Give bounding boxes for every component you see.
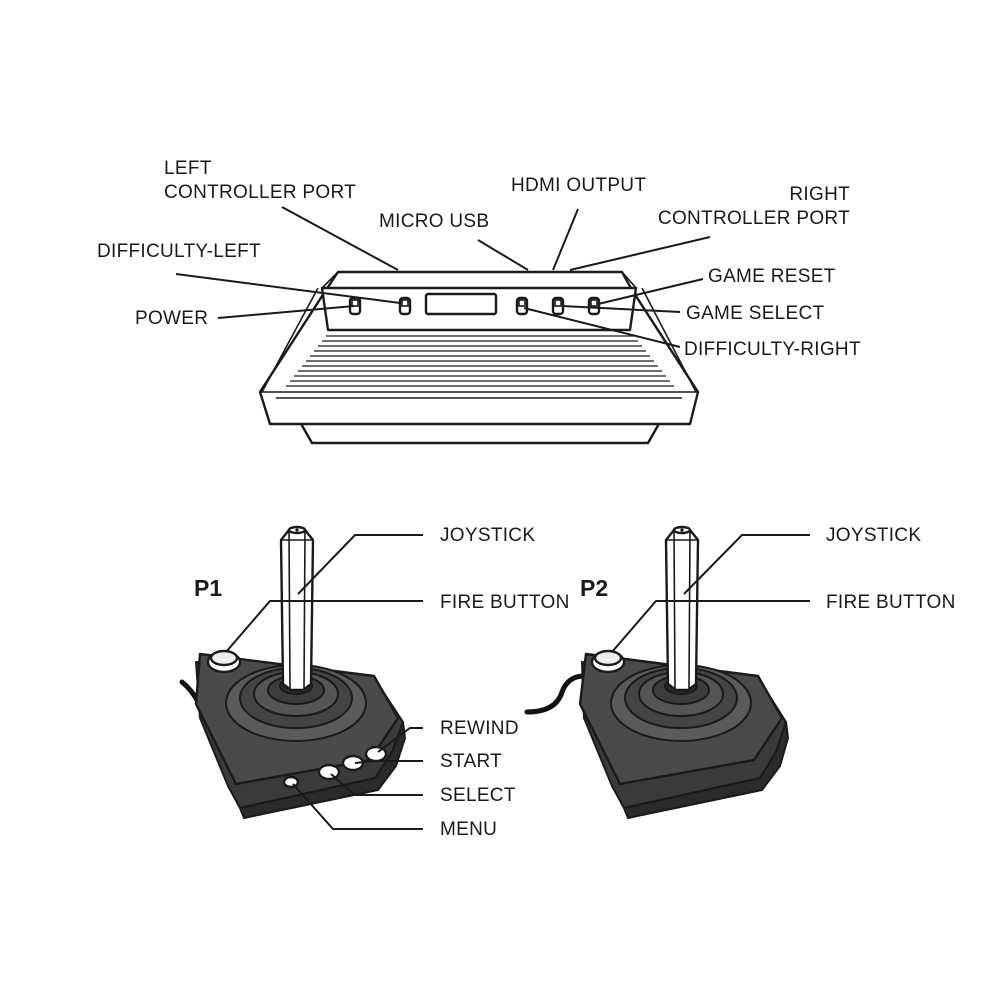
p1-select-label: SELECT [440,785,516,806]
game-reset-label: GAME RESET [708,266,836,287]
p2-controller-illustration [524,525,789,819]
console-illustration [258,270,700,445]
p1-rewind-label: REWIND [440,718,519,739]
p2-fire-button-icon [590,649,626,674]
right-controller-port-label-line2: CONTROLLER PORT [658,208,850,229]
p2-leader-lines [611,534,810,653]
difficulty-right-label: DIFFICULTY-RIGHT [684,339,861,360]
p1-title: P1 [194,575,222,601]
p1-menu-button-icon [282,775,300,789]
p2-title: P2 [580,575,608,601]
hdmi-output-label: HDMI OUTPUT [511,175,646,196]
left-controller-port-label-line2: CONTROLLER PORT [164,182,356,203]
right-controller-port-label-line1: RIGHT [789,184,850,205]
p1-fire-button-label: FIRE BUTTON [440,592,570,613]
cartridge-slot [424,292,498,316]
console-leader-lines [175,206,711,348]
p1-start-label: START [440,751,502,772]
left-controller-port-label-line1: LEFT [164,158,212,179]
p2-joystick-label: JOYSTICK [826,525,921,546]
power-label: POWER [135,308,208,329]
p1-leader-lines [225,534,423,830]
p1-select-button-icon [317,763,341,781]
p1-menu-label: MENU [440,819,497,840]
difficulty-right-switch-icon [515,296,529,316]
game-reset-switch-icon [587,296,601,316]
difficulty-left-label: DIFFICULTY-LEFT [97,241,261,262]
p1-fire-button-icon [206,649,242,674]
console-ribs [286,335,674,387]
difficulty-left-switch-icon [398,296,412,316]
micro-usb-label: MICRO USB [379,211,489,232]
game-select-switch-icon [551,296,565,316]
p1-joystick-label: JOYSTICK [440,525,535,546]
p1-controller-illustration [179,525,406,819]
p2-fire-button-label: FIRE BUTTON [826,592,956,613]
game-select-label: GAME SELECT [686,303,825,324]
